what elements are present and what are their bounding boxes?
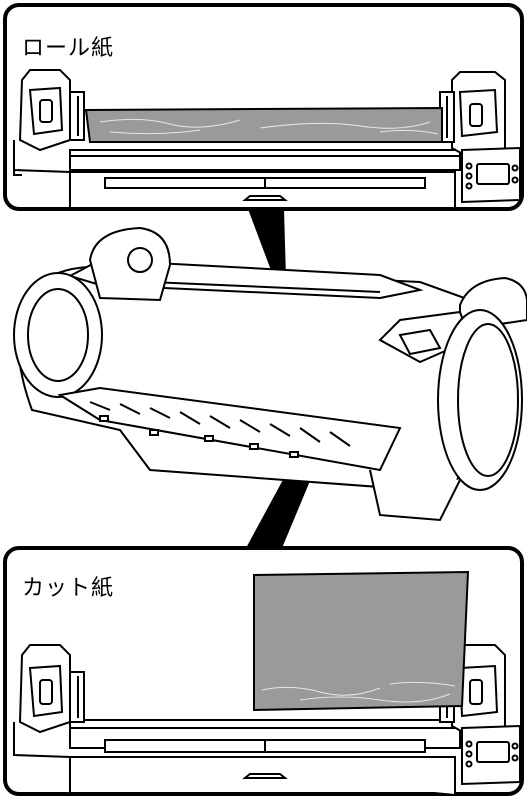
printer-top-view-roll [13,69,521,207]
cut-sheet-texture [261,681,456,703]
roll-paper [84,106,443,143]
roll-paper-panel [3,3,524,211]
roll-left-edge [13,140,22,176]
roll-paper-label: ロール紙 [22,36,115,61]
cut-sheet-paper [253,570,470,712]
cut-sheet-label: カット紙 [22,576,115,601]
printer-perspective [13,226,527,522]
printer-top-view-cut [13,644,521,794]
roll-paper-texture [99,118,439,135]
cut-sheet-panel [3,546,524,796]
